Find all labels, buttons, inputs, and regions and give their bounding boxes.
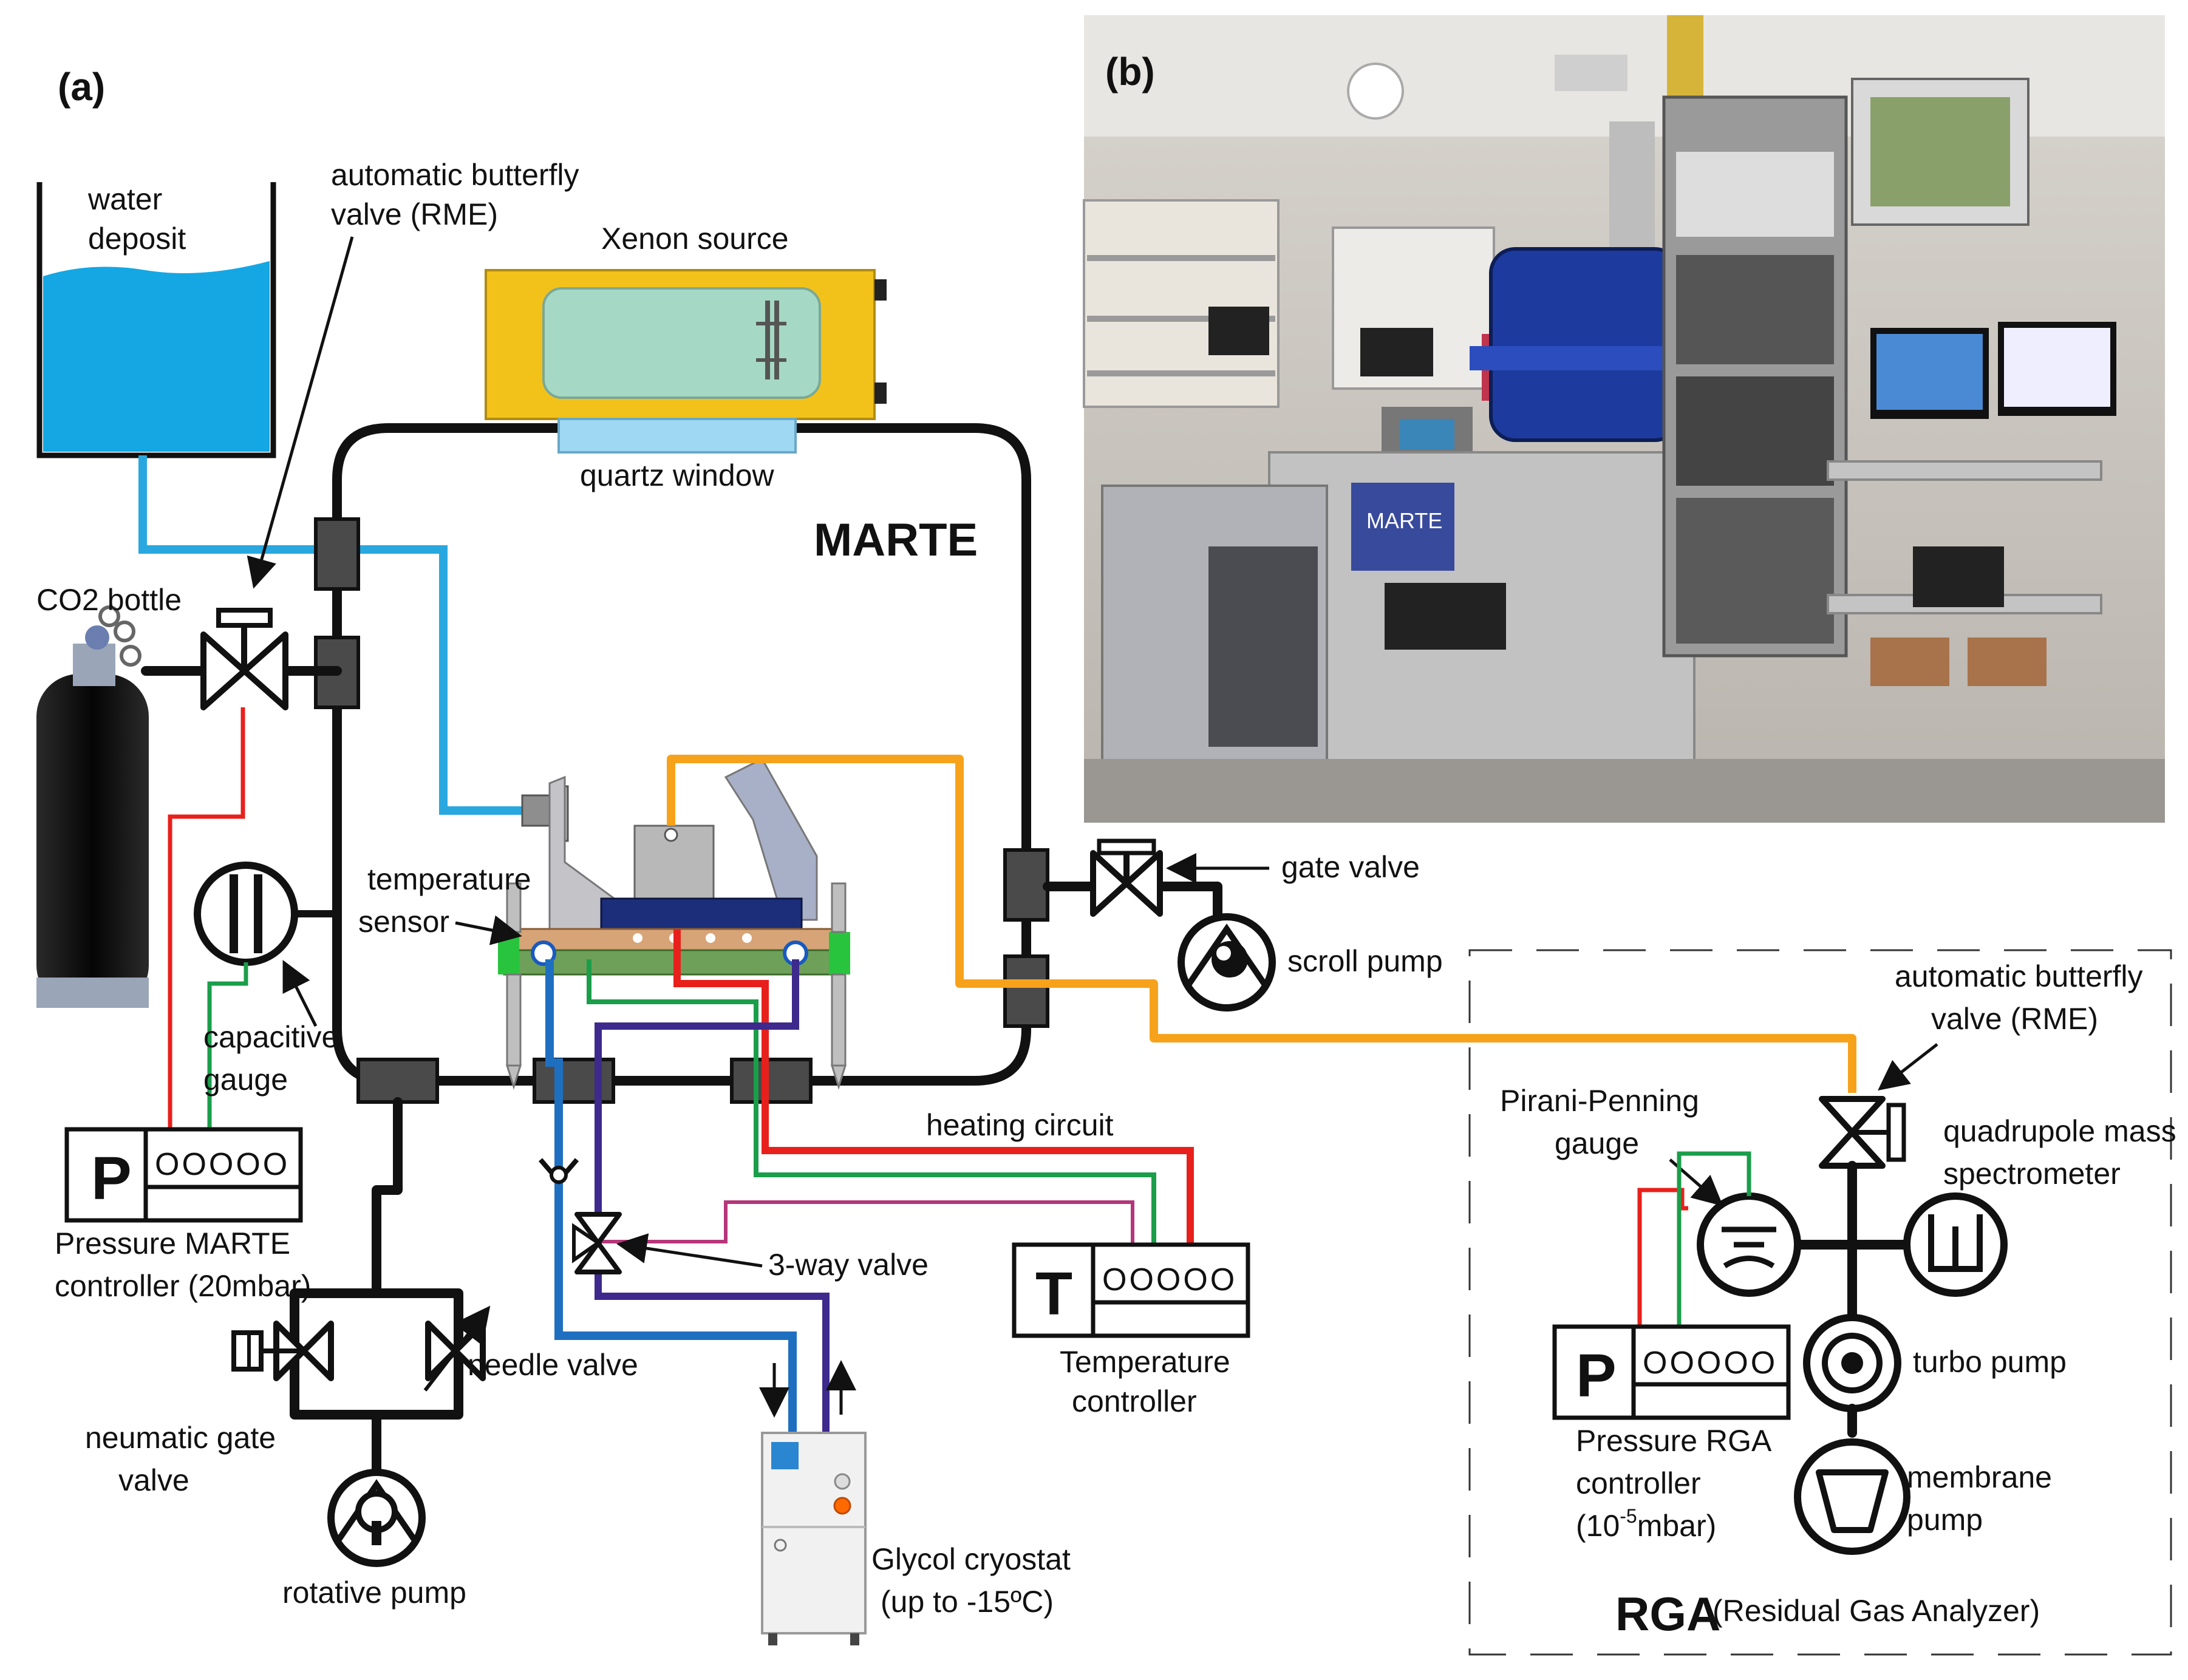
pump-manifold <box>290 1288 463 1420</box>
panel-b-label: (b) <box>1105 50 1155 94</box>
xenon-source <box>485 269 887 420</box>
water-deposit-label-1: water <box>87 182 162 216</box>
pressure-marte-p: P <box>91 1144 132 1212</box>
heating-circuit-line <box>673 929 1194 1245</box>
three-way-valve <box>572 1212 622 1274</box>
butterfly-valve <box>200 608 288 710</box>
pressure-rga-label-2: controller <box>1576 1466 1701 1500</box>
rga-sampling-line <box>667 755 1856 1093</box>
three-way-valve-label: 3-way valve <box>768 1248 929 1282</box>
capacitive-gauge <box>194 862 337 966</box>
scroll-pump <box>1177 913 1276 1012</box>
glycol-cryostat <box>761 1432 867 1645</box>
needle-valve-label: needle valve <box>468 1348 638 1382</box>
butterfly-valve-label-1: automatic butterfly <box>331 158 579 192</box>
quadrupole-mass-spectrometer <box>1903 1192 2008 1297</box>
butterfly-valve-label-2: valve (RME) <box>331 197 498 231</box>
three-way-valve-line <box>598 1200 1134 1245</box>
xenon-source-label: Xenon source <box>601 222 789 256</box>
sensor-line <box>587 959 1156 1245</box>
glycol-cryostat-label-2: (up to -15ºC) <box>881 1585 1054 1619</box>
turbo-pump-label: turbo pump <box>1913 1345 2067 1379</box>
pressure-marte-label-2: controller (20mbar) <box>55 1269 311 1303</box>
quartz-window <box>557 418 797 454</box>
temperature-sensor-label-2: sensor <box>358 905 449 939</box>
cryo-return-line <box>595 959 830 1433</box>
gate-valve-label: gate valve <box>1281 850 1420 884</box>
temperature-controller-label-2: controller <box>1072 1384 1197 1418</box>
pressure-marte-display: OOOOO <box>155 1147 290 1182</box>
rga-title: RGA <box>1615 1587 1720 1641</box>
glycol-cryostat-label-1: Glycol cryostat <box>871 1542 1071 1576</box>
membrane-pump <box>1794 1438 1910 1555</box>
cryo-supply-line <box>545 959 797 1433</box>
pressure-rga-label-1: Pressure RGA <box>1576 1424 1772 1458</box>
pressure-rga-label-3: (10-5mbar) <box>1576 1505 1716 1543</box>
panel-a-label: (a) <box>58 65 105 109</box>
temperature-sensor-label-1: temperature <box>367 862 531 896</box>
rotative-pump-label: rotative pump <box>282 1576 466 1610</box>
temperature-controller <box>1012 1242 1250 1338</box>
pirani-penning-gauge <box>1697 1192 1801 1297</box>
temperature-controller-t: T <box>1035 1260 1072 1328</box>
membrane-label-2: pump <box>1907 1503 1983 1537</box>
pressure-rga-controller <box>1552 1324 1791 1420</box>
rga-butterfly-label-1: automatic butterfly <box>1895 959 2143 993</box>
rga-butterfly-label-2: valve (RME) <box>1931 1002 2098 1036</box>
rotative-pump <box>327 1469 426 1567</box>
butterfly-valve-arrow <box>247 236 354 589</box>
temperature-controller-display: OOOOO <box>1102 1262 1237 1297</box>
pressure-rga-display: OOOOO <box>1643 1345 1777 1381</box>
quartz-window-label: quartz window <box>580 458 774 492</box>
heating-circuit-label: heating circuit <box>926 1108 1114 1142</box>
rga-box <box>1468 949 2172 1656</box>
marte-sign-text: MARTE <box>1366 508 1442 533</box>
neumatic-gate-label-1: neumatic gate <box>85 1421 276 1455</box>
water-deposit <box>36 182 276 458</box>
pirani-label-1: Pirani-Penning <box>1500 1084 1699 1118</box>
gauge-signal-line <box>207 962 248 1129</box>
scroll-pump-label: scroll pump <box>1287 944 1443 978</box>
quadrupole-label-2: spectrometer <box>1943 1157 2121 1191</box>
quadrupole-label-1: quadrupole mass <box>1943 1114 2176 1148</box>
capacitive-gauge-label-1: capacitive <box>203 1020 338 1054</box>
loop-couplings <box>314 517 1049 1104</box>
pressure-signal-line <box>168 707 245 1129</box>
gate-valve <box>1090 838 1163 917</box>
water-line <box>138 455 522 815</box>
membrane-label-1: membrane <box>1907 1460 2052 1494</box>
needle-valve <box>423 1305 491 1392</box>
rga-subtitle: (Residual Gas Analyzer) <box>1713 1594 2040 1628</box>
neumatic-gate-label-2: valve <box>118 1463 189 1497</box>
lab-photo: MARTE <box>1083 15 2165 823</box>
sample-holder <box>498 758 850 1090</box>
rga-pressure-line <box>1637 1188 1688 1327</box>
rga-gauge-line <box>1677 1151 1751 1327</box>
co2-bottle-label: CO2 bottle <box>36 583 182 617</box>
turbo-pump <box>1803 1314 1901 1412</box>
pressure-rga-p: P <box>1576 1342 1617 1410</box>
temperature-controller-label-1: Temperature <box>1060 1345 1230 1379</box>
pressure-marte-controller <box>64 1127 303 1223</box>
pirani-label-2: gauge <box>1555 1126 1639 1160</box>
rga-butterfly-valve <box>1819 1096 1906 1169</box>
pressure-marte-label-1: Pressure MARTE <box>55 1226 290 1260</box>
capacitive-gauge-label-2: gauge <box>203 1063 288 1097</box>
marte-label: MARTE <box>814 514 978 566</box>
neumatic-gate-valve <box>231 1321 334 1381</box>
water-deposit-label-2: deposit <box>88 222 186 256</box>
co2-bottle <box>36 605 149 1008</box>
marte-chamber-loop <box>332 423 1031 1086</box>
